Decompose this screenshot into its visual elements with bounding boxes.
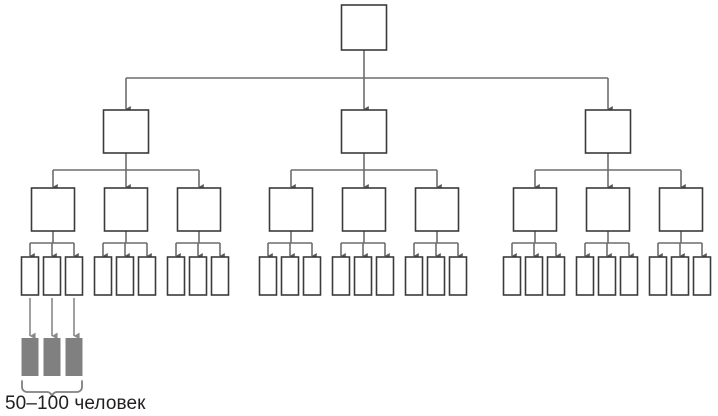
node-leaf-20[interactable] (546, 256, 566, 296)
node-leaf-3[interactable] (93, 256, 113, 296)
node-leaf-9[interactable] (258, 256, 278, 296)
node-leaf-13[interactable] (353, 256, 373, 296)
node-leaf-6[interactable] (166, 256, 186, 296)
node-level2-2[interactable] (584, 109, 632, 154)
node-leaf-22[interactable] (597, 256, 617, 296)
node-leaf-5[interactable] (137, 256, 157, 296)
node-leaf-10[interactable] (280, 256, 300, 296)
highlight-bar-0 (21, 338, 39, 376)
node-leaf-25[interactable] (670, 256, 690, 296)
highlight-bar-2 (65, 338, 83, 376)
node-leaf-2[interactable] (64, 256, 84, 296)
highlight-layer (21, 298, 83, 398)
node-level3-1[interactable] (103, 187, 149, 232)
highlight-bar-1 (43, 338, 61, 376)
node-leaf-0[interactable] (20, 256, 40, 296)
node-leaf-16[interactable] (426, 256, 446, 296)
caption-label: 50–100 человек (5, 393, 146, 414)
highlight-brace (21, 380, 83, 398)
node-level3-4[interactable] (341, 187, 387, 232)
node-level3-7[interactable] (585, 187, 631, 232)
node-level3-6[interactable] (512, 187, 558, 232)
node-leaf-26[interactable] (692, 256, 712, 296)
node-level3-8[interactable] (658, 187, 704, 232)
node-leaf-14[interactable] (375, 256, 395, 296)
node-level3-2[interactable] (176, 187, 222, 232)
node-level2-1[interactable] (340, 109, 388, 154)
node-leaf-12[interactable] (331, 256, 351, 296)
node-leaf-19[interactable] (524, 256, 544, 296)
node-leaf-11[interactable] (302, 256, 322, 296)
node-level2-0[interactable] (102, 109, 150, 154)
node-leaf-21[interactable] (575, 256, 595, 296)
node-level3-5[interactable] (414, 187, 460, 232)
node-level3-3[interactable] (268, 187, 314, 232)
node-leaf-1[interactable] (42, 256, 62, 296)
connector-layer (29, 50, 707, 259)
node-leaf-23[interactable] (619, 256, 639, 296)
node-leaf-7[interactable] (188, 256, 208, 296)
node-leaf-4[interactable] (115, 256, 135, 296)
node-level3-0[interactable] (30, 187, 76, 232)
node-leaf-15[interactable] (404, 256, 424, 296)
node-leaf-17[interactable] (448, 256, 468, 296)
node-leaf-24[interactable] (648, 256, 668, 296)
node-layer (20, 4, 712, 296)
node-root[interactable] (340, 4, 388, 51)
node-leaf-8[interactable] (210, 256, 230, 296)
node-leaf-18[interactable] (502, 256, 522, 296)
